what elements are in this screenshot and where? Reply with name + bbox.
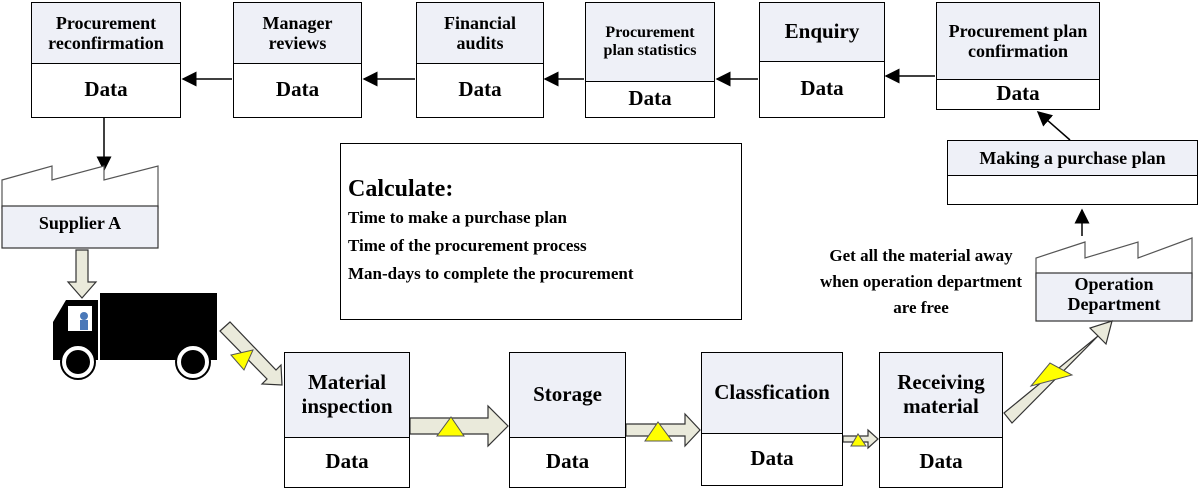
making-purchase-plan-title: Making a purchase plan (948, 141, 1197, 176)
procurement-reconfirmation-box: Procurement reconfirmation Data (31, 2, 181, 118)
receiving-material-title: Receiving material (880, 353, 1002, 438)
receiving-material-box: Receiving material Data (879, 352, 1003, 488)
arrow-receiving-to-operation (1003, 320, 1113, 424)
procurement-plan-statistics-box: Procurement plan statistics Data (585, 2, 715, 118)
operation-department-label: Operation Department (1067, 274, 1161, 314)
manager-reviews-box: Manager reviews Data (233, 2, 362, 118)
procurement-reconfirmation-data: Data (84, 77, 128, 101)
arrow-inspection-to-storage (409, 404, 509, 448)
classification-data: Data (750, 446, 794, 470)
enquiry-data: Data (800, 76, 844, 100)
calculate-item: Time of the procurement process (348, 236, 587, 255)
manager-reviews-data: Data (275, 77, 320, 101)
calculate-item: Man-days to complete the procurement (348, 264, 634, 283)
enquiry-title: Enquiry (760, 3, 884, 62)
making-purchase-plan-box: Making a purchase plan (947, 140, 1198, 205)
storage-title: Storage (510, 353, 625, 438)
classification-title: Classfication (702, 353, 842, 434)
financial-audits-box: Financial audits Data (416, 2, 544, 118)
procurement-plan-confirmation-box: Procurement plan confirmation Data (936, 2, 1100, 110)
procurement-plan-statistics-title: Procurement plan statistics (586, 3, 714, 82)
supplier-label: Supplier A (38, 213, 122, 233)
calculate-item: Time to make a purchase plan (348, 208, 567, 227)
receiving-material-data: Data (919, 449, 963, 473)
operation-note: Get all the material away when operation… (819, 246, 1023, 317)
procurement-plan-confirmation-data: Data (996, 81, 1040, 105)
financial-audits-title: Financial audits (417, 3, 543, 64)
arrow-supplier-to-truck (66, 249, 98, 299)
calculate-box: Calculate: Time to make a purchase plan … (340, 143, 742, 320)
arrow-storage-to-classification (625, 412, 701, 448)
operation-factory-icon (1035, 237, 1193, 322)
classification-box: Classfication Data (701, 352, 843, 486)
truck-icon (53, 293, 217, 380)
material-inspection-box: Material inspection Data (284, 352, 410, 488)
storage-data: Data (545, 449, 590, 473)
arrow-classification-to-receiving (842, 428, 879, 450)
manager-reviews-title: Manager reviews (234, 3, 361, 64)
financial-audits-data: Data (458, 77, 502, 101)
storage-box: Storage Data (509, 352, 626, 488)
enquiry-box: Enquiry Data (759, 2, 885, 118)
arrow-plan-to-confirmation (1036, 111, 1071, 141)
procurement-reconfirmation-title: Procurement reconfirmation (32, 3, 180, 64)
calculate-title: Calculate: (348, 176, 454, 202)
material-inspection-title: Material inspection (285, 353, 409, 438)
supplier-factory-icon (1, 165, 159, 249)
procurement-plan-statistics-data: Data (628, 86, 672, 110)
procurement-plan-confirmation-title: Procurement plan confirmation (937, 3, 1099, 80)
material-inspection-data: Data (325, 449, 369, 473)
arrow-truck-to-inspection (219, 321, 283, 386)
making-purchase-plan-data (948, 174, 1197, 204)
